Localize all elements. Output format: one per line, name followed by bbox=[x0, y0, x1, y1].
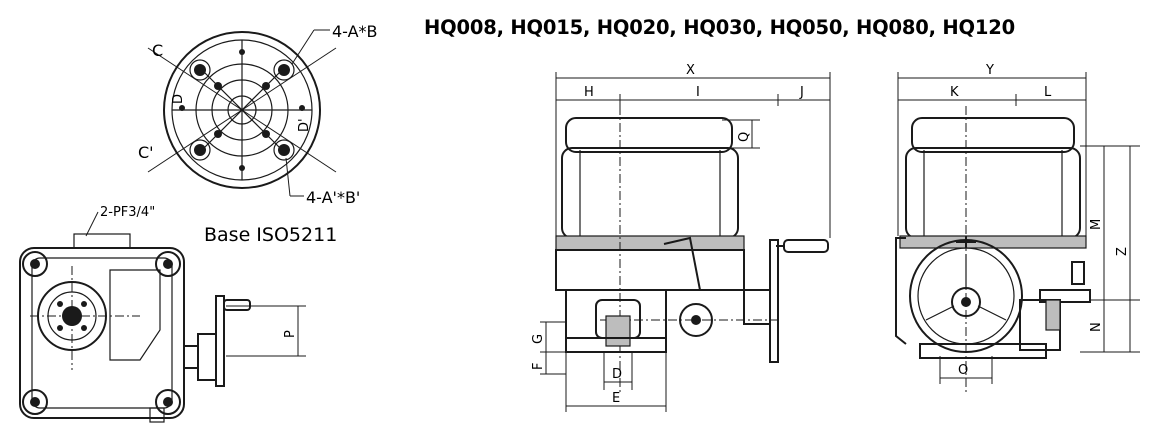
page-title: HQ008, HQ015, HQ020, HQ030, HQ050, HQ080… bbox=[424, 16, 1015, 39]
dim-e: E bbox=[612, 391, 620, 406]
dim-o: O bbox=[958, 363, 968, 378]
d-label-right: D' bbox=[297, 118, 312, 132]
dim-y: Y bbox=[985, 63, 994, 78]
dim-i: I bbox=[696, 85, 700, 100]
flange-top-view: 4-A*B 4-A'*B' C C' D D' bbox=[138, 22, 378, 207]
dim-l: L bbox=[1044, 85, 1052, 100]
d-label-left: D bbox=[171, 94, 186, 104]
actuator-top-view: 2-PF3/4" P bbox=[19, 205, 306, 423]
bolt-label-top: 4-A*B bbox=[332, 22, 378, 41]
dim-h: H bbox=[584, 85, 594, 100]
conduit-label: 2-PF3/4" bbox=[100, 205, 155, 220]
dim-x: X bbox=[686, 63, 695, 78]
actuator-side-view: Y K L O M bbox=[895, 63, 1140, 392]
dim-q: Q bbox=[737, 132, 752, 142]
c-label-bottom: C' bbox=[138, 143, 154, 162]
base-standard-label: Base ISO5211 bbox=[204, 224, 338, 246]
dim-k: K bbox=[950, 85, 959, 100]
dim-m: M bbox=[1089, 219, 1104, 230]
dim-j: J bbox=[799, 85, 804, 100]
c-label-top: C bbox=[152, 41, 163, 60]
dim-d: D bbox=[612, 367, 622, 382]
dim-g: G bbox=[531, 334, 546, 344]
bolt-label-bottom: 4-A'*B' bbox=[306, 188, 360, 207]
dim-z: Z bbox=[1115, 247, 1130, 256]
dim-f: F bbox=[531, 363, 546, 370]
actuator-front-view: X H I J Q bbox=[531, 63, 831, 412]
dim-n: N bbox=[1089, 322, 1104, 332]
dim-p: P bbox=[283, 330, 298, 338]
